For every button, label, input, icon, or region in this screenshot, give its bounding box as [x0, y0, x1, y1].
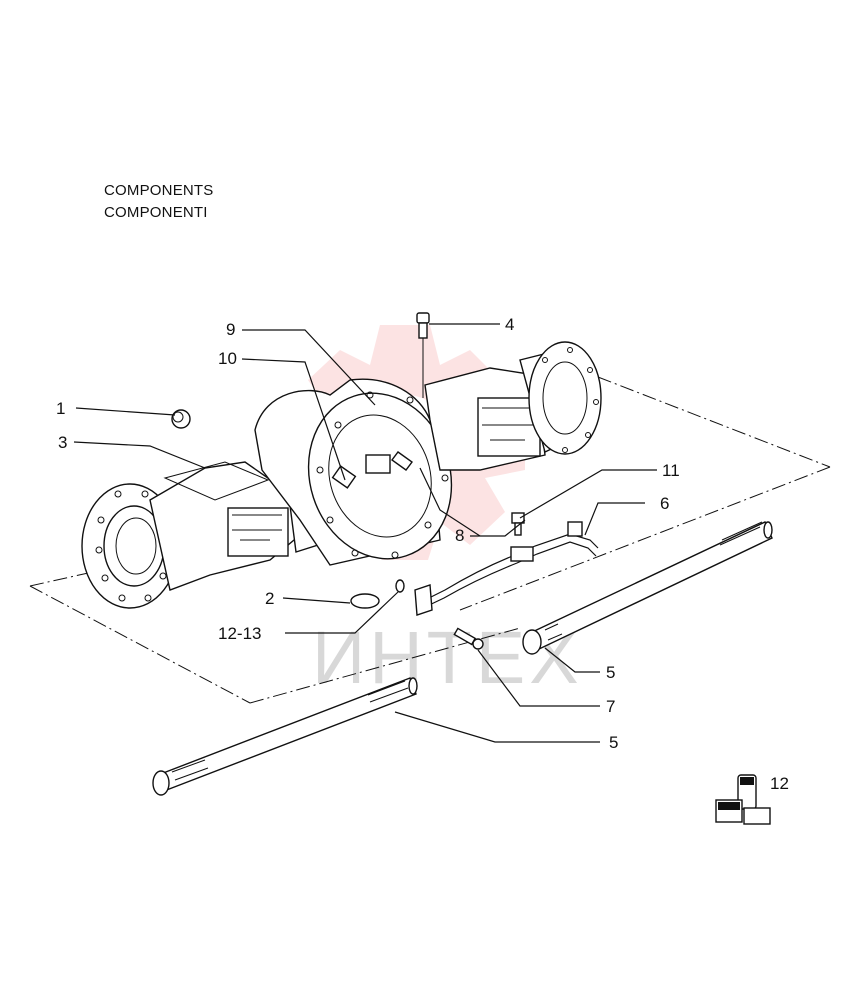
bolt-part-7 — [453, 627, 484, 650]
callout-7: 7 — [606, 697, 615, 716]
callout-12-13: 12-13 — [218, 624, 261, 643]
callout-12: 12 — [770, 774, 789, 793]
callout-9: 9 — [226, 320, 235, 339]
brake-line-part-6 — [414, 521, 599, 616]
title-components: COMPONENTS — [104, 182, 214, 199]
drain-plug-part-2 — [350, 593, 380, 609]
callout-3: 3 — [58, 433, 67, 452]
title-componenti: COMPONENTI — [104, 204, 208, 221]
callout-10: 10 — [218, 349, 237, 368]
plug-part-1 — [171, 409, 191, 429]
breather-part-4 — [416, 312, 430, 398]
callout-6: 6 — [660, 494, 669, 513]
callout-5-lower: 5 — [609, 733, 618, 752]
callout-11: 11 — [662, 461, 680, 480]
callout-2: 2 — [265, 589, 274, 608]
axle-shaft-upper — [522, 521, 773, 655]
callout-8: 8 — [455, 526, 464, 545]
axle-shaft-lower — [152, 677, 418, 796]
callout-1: 1 — [56, 399, 65, 418]
seal-ring-part-12-13 — [395, 579, 405, 593]
left-axle-housing — [81, 461, 319, 609]
sealant-package-part-12 — [715, 774, 771, 825]
banjo-bolt-part-11 — [511, 512, 525, 536]
callout-4: 4 — [505, 315, 514, 334]
callout-5-upper: 5 — [606, 663, 615, 682]
right-axle-housing — [424, 341, 602, 471]
leader-lines — [73, 323, 657, 743]
